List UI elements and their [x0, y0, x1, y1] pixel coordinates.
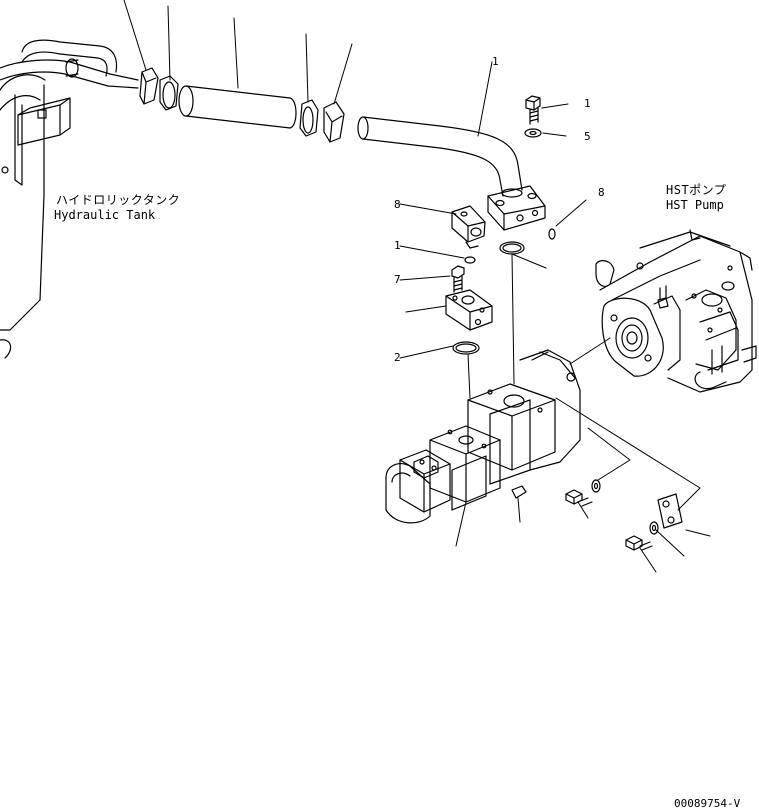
leader-lines: [123, 0, 711, 573]
hose-clamp-right-1: [299, 99, 319, 137]
tank-return-tube: [0, 39, 139, 89]
hst-pump-label-ja: HSTポンプ: [666, 183, 727, 197]
rubber-hose: [178, 85, 297, 129]
bolt-bottom-1: [565, 489, 593, 507]
washer-bottom-1: [591, 479, 601, 493]
suction-tube: [357, 116, 523, 198]
callout-1: 1: [584, 97, 591, 110]
washer-bottom-2: [649, 521, 659, 535]
hydraulic-tank-label-en: Hydraulic Tank: [54, 208, 156, 222]
bolt-top: [525, 95, 541, 125]
hst-pump: [595, 229, 757, 393]
callout-7: 2: [394, 351, 401, 364]
callout-5: 1: [394, 239, 401, 252]
mounting-bracket: [657, 493, 683, 529]
washer-top: [524, 128, 542, 138]
o-ring-small-left: [464, 256, 476, 264]
hose-clamp-left-2: [159, 75, 179, 111]
hose-clamp-left-1: [139, 67, 159, 105]
bolt-bottom-2: [625, 535, 653, 551]
hose-clamp-right-2: [323, 101, 345, 143]
hydraulic-tank-label-ja: ハイドロリックタンク: [56, 193, 181, 207]
callout-2: 5: [584, 130, 591, 143]
elbow-fitting: [451, 205, 486, 249]
tube-flange: [487, 185, 546, 231]
gear-pump: [385, 349, 581, 524]
bolt-left: [451, 265, 465, 293]
o-ring-small-right: [548, 228, 556, 240]
callout-4: 8: [394, 198, 401, 211]
callout-6: 7: [394, 273, 401, 286]
split-flange: [445, 289, 493, 331]
callout-8: 1: [492, 55, 499, 68]
callout-3: 8: [598, 186, 605, 199]
o-ring-large-right: [499, 241, 525, 255]
o-ring-large-left: [452, 341, 480, 355]
hydraulic-tank: [0, 74, 71, 359]
drawing-code: 00089754-V: [674, 797, 741, 810]
hst-pump-label-en: HST Pump: [666, 198, 724, 212]
